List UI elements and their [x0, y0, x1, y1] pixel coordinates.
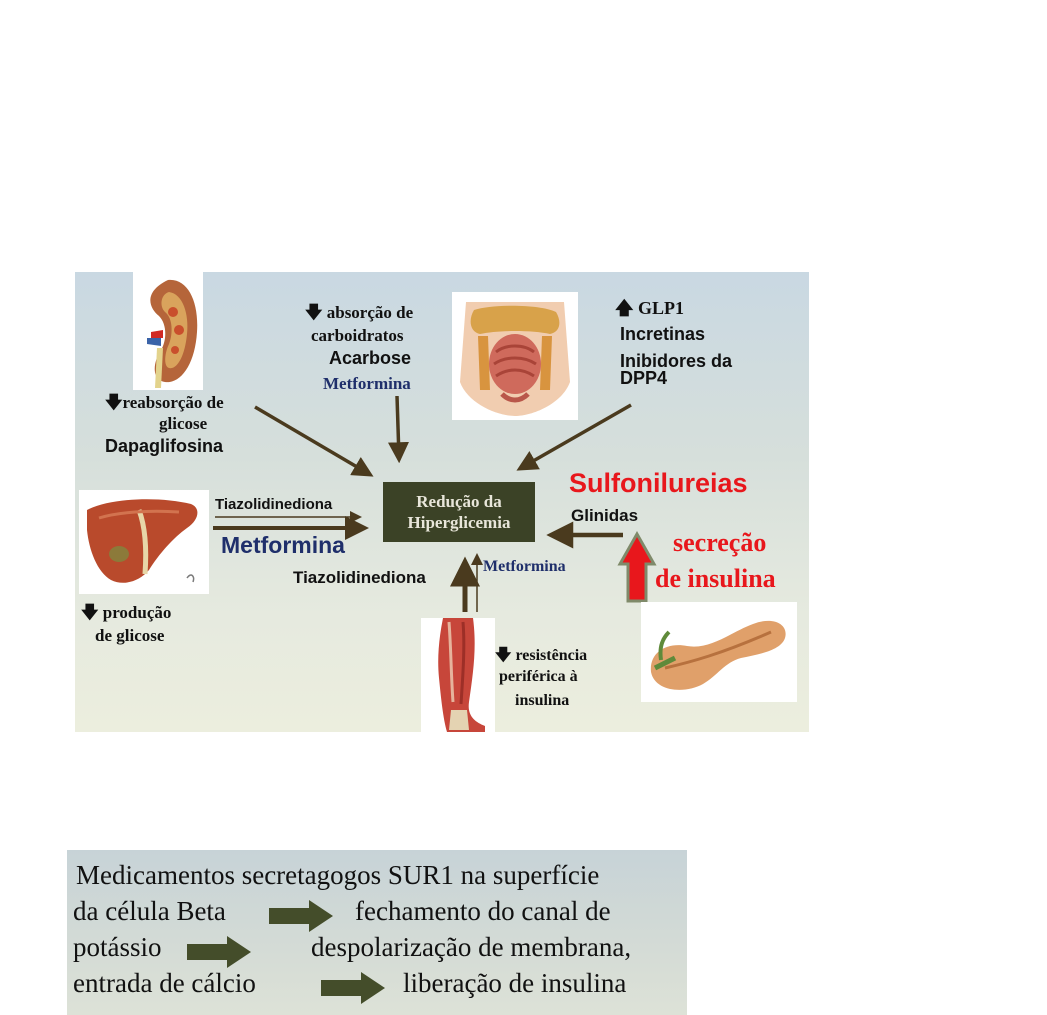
muscle-effect: 🡇 resistência: [495, 644, 587, 671]
mechanism-line2-b: fechamento do canal de: [355, 896, 611, 926]
muscle-effect-line2: periférica à: [499, 668, 578, 686]
mechanism-line3-a: potássio: [73, 932, 162, 962]
mechanism-line3-b: despolarização de membrana,: [311, 932, 631, 962]
muscle-effect-line3: insulina: [515, 692, 569, 710]
intestine-drug2: Metformina: [323, 374, 411, 394]
kidney-drug: Dapaglifosina: [105, 436, 223, 457]
liver-image: [79, 490, 209, 594]
kidney-image: [133, 272, 203, 390]
center-title-line1: Redução da: [383, 491, 535, 512]
liver-arrow-label: Tiazolidinediona: [215, 496, 332, 513]
mechanism-line1: Medicamentos secretagogos SUR1 na superf…: [76, 860, 599, 890]
kidney-effect-line2: glicose: [159, 414, 207, 434]
mechanism-line4-a: entrada de cálcio: [73, 968, 256, 998]
incretin-drug2-line2: DPP4: [620, 370, 667, 386]
arrow-kidney: [255, 407, 369, 474]
kidney-effect-line1: reabsorção de: [122, 393, 223, 412]
mechanism-arrow-1: [269, 900, 335, 932]
arrow-down-icon: 🡇: [105, 393, 122, 412]
diagram-panel: Redução da Hiperglicemia 🡇reabsorção de …: [75, 272, 809, 732]
pancreas-effect-line2: de insulina: [655, 564, 776, 594]
liver-effect-line2: de glicose: [95, 626, 164, 646]
muscle-drug1: Tiazolidinediona: [293, 568, 426, 588]
secretion-up-arrow: [620, 534, 654, 601]
arrow-down-icon: 🡇: [305, 303, 322, 322]
hyperglycemia-reduction-box: Redução da Hiperglicemia: [383, 482, 535, 542]
mechanism-arrow-3: [321, 972, 387, 1004]
pancreas-drug1: Sulfonilureias: [569, 468, 748, 499]
muscle-effect-line1: resistência: [515, 647, 587, 664]
pancreas-effect-line1: secreção: [673, 528, 766, 558]
mechanism-line2-a: da célula Beta: [73, 896, 226, 926]
muscle-drug2: Metformina: [483, 558, 566, 576]
liver-drug: Metformina: [221, 532, 345, 559]
mechanism-arrow-2: [187, 936, 253, 968]
incretin-effect: 🡅 GLP1: [615, 296, 684, 326]
mechanism-box: Medicamentos secretagogos SUR1 na superf…: [67, 850, 687, 1015]
mechanism-line4-b: liberação de insulina: [403, 968, 626, 998]
liver-effect: 🡇 produção: [81, 600, 171, 629]
intestine-effect-line1: absorção de: [327, 303, 413, 322]
incretin-drug1: Incretinas: [620, 324, 705, 345]
arrow-intestine: [397, 396, 399, 458]
intestine-drug1: Acarbose: [329, 348, 411, 369]
intestine-effect-line2: carboidratos: [311, 326, 404, 346]
liver-effect-line1: produção: [103, 603, 172, 622]
pancreas-drug2: Glinidas: [571, 506, 638, 526]
arrow-down-icon: 🡇: [495, 647, 511, 664]
intestine-effect: 🡇 absorção de: [305, 300, 413, 329]
incretin-effect-label: GLP1: [638, 298, 684, 318]
arrow-down-icon: 🡇: [81, 603, 98, 622]
center-title-line2: Hiperglicemia: [383, 512, 535, 533]
arrow-up-icon: 🡅: [615, 298, 634, 318]
pancreas-image: [641, 602, 797, 702]
leg-muscle-image: [421, 618, 495, 732]
intestine-image: [452, 292, 578, 420]
